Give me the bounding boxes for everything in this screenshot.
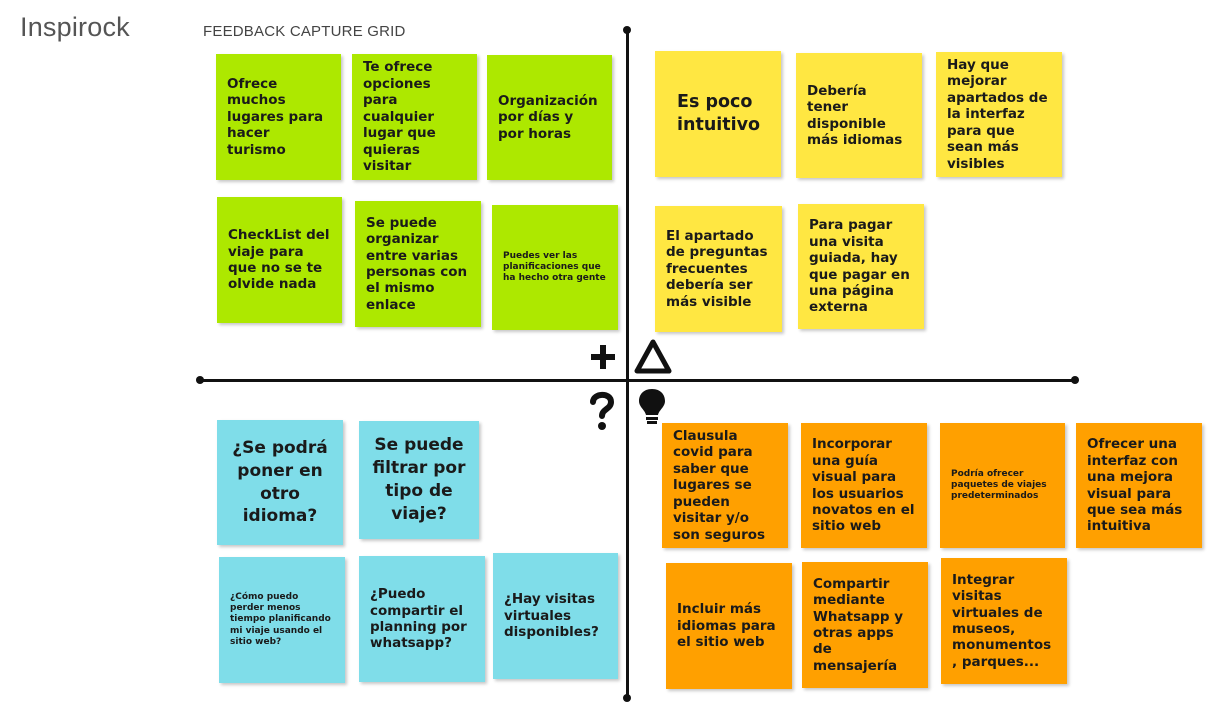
note-text: ¿Hay visitas virtuales disponibles? — [504, 591, 599, 641]
note-text: Incorporar una guía visual para los usua… — [812, 436, 915, 535]
sticky-note-idea[interactable]: Integrar visitas virtuales de museos, mo… — [941, 558, 1067, 684]
sticky-note-idea[interactable]: Incorporar una guía visual para los usua… — [801, 423, 927, 548]
note-text: Se puede filtrar por tipo de viaje? — [372, 435, 466, 524]
note-text: Integrar visitas virtuales de museos, mo… — [952, 571, 1052, 670]
sticky-note-like[interactable]: CheckList del viaje para que no se te ol… — [217, 197, 342, 323]
sticky-note-question[interactable]: ¿Se podrá poner en otro idioma? — [217, 420, 343, 545]
sticky-note-like[interactable]: Te ofrece opciones para cualquier lugar … — [352, 54, 477, 180]
axis-endpoint-bottom — [623, 694, 631, 702]
sticky-note-like[interactable]: Ofrece muchos lugares para hacer turismo — [216, 54, 341, 180]
sticky-note-idea[interactable]: Clausula covid para saber que lugares se… — [662, 423, 788, 548]
sticky-note-idea[interactable]: Podría ofrecer paquetes de viajes predet… — [940, 423, 1065, 548]
vertical-axis — [626, 27, 629, 701]
sticky-note-idea[interactable]: Ofrecer una interfaz con una mejora visu… — [1076, 423, 1202, 548]
sticky-note-question[interactable]: ¿Cómo puedo perder menos tiempo planific… — [219, 557, 345, 683]
note-text: Organización por días y por horas — [498, 92, 598, 142]
sticky-note-criticism[interactable]: Debería tener disponible más idiomas — [796, 53, 922, 178]
sticky-note-question[interactable]: Se puede filtrar por tipo de viaje? — [359, 421, 479, 539]
axis-endpoint-top — [623, 26, 631, 34]
sticky-note-criticism[interactable]: Para pagar una visita guiada, hay que pa… — [798, 204, 924, 329]
lightbulb-icon — [639, 389, 665, 424]
note-text: ¿Cómo puedo perder menos tiempo planific… — [230, 591, 331, 647]
note-text: Clausula covid para saber que lugares se… — [673, 427, 766, 543]
question-icon — [590, 391, 615, 430]
sticky-note-idea[interactable]: Incluir más idiomas para el sitio web — [666, 563, 792, 689]
note-text: Es poco intuitivo — [677, 92, 761, 135]
axis-endpoint-left — [196, 376, 204, 384]
sticky-note-like[interactable]: Organización por días y por horas — [487, 55, 612, 180]
note-text: Se puede organizar entre varias personas… — [366, 214, 468, 313]
note-text: Ofrecer una interfaz con una mejora visu… — [1087, 436, 1183, 535]
note-text: ¿Se podrá poner en otro idioma? — [232, 437, 328, 527]
triangle-icon — [634, 339, 672, 374]
grid-title: FEEDBACK CAPTURE GRID — [203, 23, 406, 40]
note-text: ¿Puedo compartir el planning por whatsap… — [370, 586, 467, 652]
note-text: Incluir más idiomas para el sitio web — [677, 601, 776, 651]
note-text: Compartir mediante Whatsapp y otras apps… — [813, 575, 904, 674]
sticky-note-question[interactable]: ¿Hay visitas virtuales disponibles? — [493, 553, 618, 679]
plus-icon — [591, 345, 615, 369]
note-text: Ofrece muchos lugares para hacer turismo — [227, 75, 324, 158]
note-text: CheckList del viaje para que no se te ol… — [228, 227, 330, 293]
app-title: Inspirock — [20, 12, 130, 42]
note-text: El apartado de preguntas frecuentes debe… — [666, 227, 768, 310]
horizontal-axis — [200, 379, 1076, 382]
note-text: Para pagar una visita guiada, hay que pa… — [809, 217, 910, 316]
note-text: Debería tener disponible más idiomas — [807, 82, 903, 148]
axis-endpoint-right — [1071, 376, 1079, 384]
sticky-note-criticism[interactable]: Hay que mejorar apartados de la interfaz… — [936, 52, 1062, 177]
note-text: Hay que mejorar apartados de la interfaz… — [947, 56, 1048, 172]
sticky-note-like[interactable]: Se puede organizar entre varias personas… — [355, 201, 481, 327]
sticky-note-question[interactable]: ¿Puedo compartir el planning por whatsap… — [359, 556, 485, 682]
note-text: Puedes ver las planificaciones que ha he… — [503, 250, 606, 284]
sticky-note-criticism[interactable]: Es poco intuitivo — [655, 51, 781, 177]
note-text: Te ofrece opciones para cualquier lugar … — [363, 59, 436, 175]
sticky-note-idea[interactable]: Compartir mediante Whatsapp y otras apps… — [802, 562, 928, 688]
sticky-note-like[interactable]: Puedes ver las planificaciones que ha he… — [492, 205, 618, 330]
note-text: Podría ofrecer paquetes de viajes predet… — [951, 468, 1047, 502]
sticky-note-criticism[interactable]: El apartado de preguntas frecuentes debe… — [655, 206, 782, 332]
